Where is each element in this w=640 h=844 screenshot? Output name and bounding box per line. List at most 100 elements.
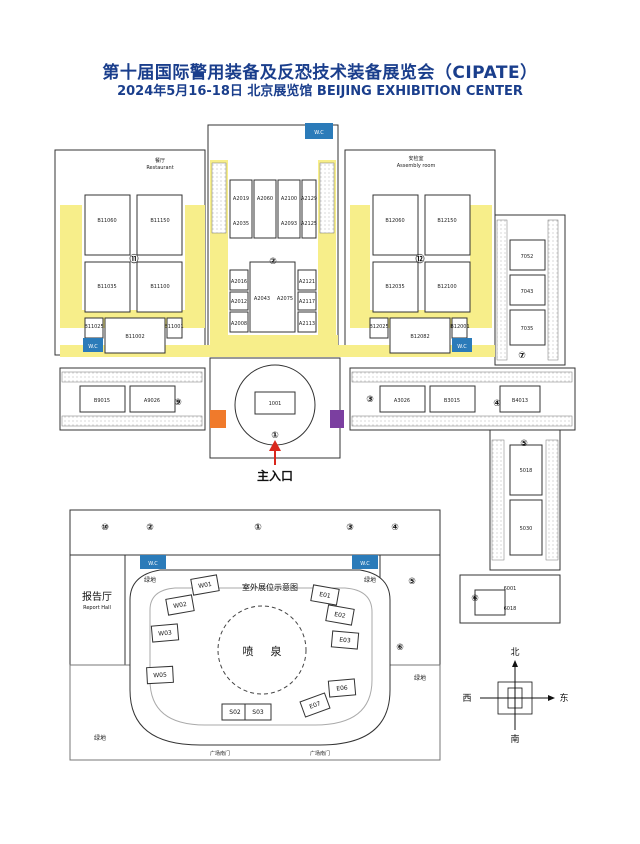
hall-2-booths xyxy=(229,179,317,333)
lawn-label-sw: 绿地 xyxy=(94,734,106,742)
booth-label: A2043 xyxy=(254,296,270,302)
hall-12-booths xyxy=(369,194,471,354)
report-hall-label-cn: 报告厅 xyxy=(82,590,112,603)
outdoor-booth-label: W01 xyxy=(198,581,213,590)
restaurant-label-cn: 餐厅 xyxy=(155,157,165,164)
booth-label: 7043 xyxy=(521,289,534,295)
wc-blocks xyxy=(83,123,472,352)
wc-top-label: W.C xyxy=(314,130,324,136)
booth-label: 5030 xyxy=(520,526,533,532)
outdoor-booth-box xyxy=(146,665,174,685)
wc-right xyxy=(452,338,472,352)
fountain-circle xyxy=(217,605,307,695)
booth-label: 7052 xyxy=(521,254,534,260)
gate-label-right: 广场南门 xyxy=(310,750,330,757)
outdoor-map-title: 室外展位示意图 xyxy=(242,582,298,592)
wc-outdoor-right xyxy=(352,555,378,569)
outdoor-booth-label: W05 xyxy=(153,672,167,680)
fountain-label-2: 泉 xyxy=(271,644,282,658)
gate-label-left: 广场南门 xyxy=(210,750,230,757)
booth-label: B11001 xyxy=(164,324,183,330)
lawn-label-nw: 绿地 xyxy=(144,576,156,584)
outdoor-booth: E06 xyxy=(327,678,357,698)
hall-4-outdoor-marker: ④ xyxy=(391,523,399,533)
report-hall-label-en: Report Hall xyxy=(83,605,111,611)
wc-left xyxy=(83,338,103,352)
hall-10-marker: ⑩ xyxy=(101,523,109,533)
booth-label: A2019 xyxy=(233,196,249,202)
compass: 北 南 东 西 xyxy=(462,647,568,745)
main-entrance: 主入口 xyxy=(257,440,293,483)
booth-label: A2125 xyxy=(301,221,317,227)
outdoor-booth: E03 xyxy=(330,630,360,650)
wc-right-label: W.C xyxy=(457,344,467,350)
booth-label: A2121 xyxy=(299,279,315,285)
booth-label: B3015 xyxy=(444,398,460,404)
report-hall-building xyxy=(69,554,126,666)
purple-booth xyxy=(330,410,344,428)
booth-label: 1001 xyxy=(269,401,282,407)
entrance-label: 主入口 xyxy=(257,468,293,483)
wc-top xyxy=(305,123,333,139)
outdoor-booth-box xyxy=(330,630,360,650)
hall-6-outdoor-marker: ⑥ xyxy=(396,643,404,653)
restaurant-label-en: Restaurant xyxy=(146,165,173,171)
booth-label: B11025 xyxy=(84,324,103,330)
hall-4-marker: ④ xyxy=(493,399,501,409)
fountain-label-1: 喷 xyxy=(243,645,254,658)
hall-6-marker: ⑥ xyxy=(471,594,479,604)
booth-1001 xyxy=(254,391,296,415)
fountain: 喷 泉 xyxy=(217,605,307,695)
outdoor-booth: W05 xyxy=(146,665,174,685)
outdoor-booth: S02 xyxy=(221,703,249,721)
booth-label: B12001 xyxy=(450,324,469,330)
east-arrow-icon xyxy=(548,695,555,701)
page-title: 第十届国际警用装备及反恐技术装备展览会（CIPATE） xyxy=(102,63,538,83)
booth-label: B12082 xyxy=(410,334,429,340)
outdoor-booth-box xyxy=(325,604,355,626)
hall-1-outdoor-marker: ① xyxy=(254,523,262,533)
compass-west-label: 西 xyxy=(462,693,471,704)
outdoor-booth-box xyxy=(299,692,331,718)
booth-label: 6001 xyxy=(504,586,517,592)
booth-label: B12025 xyxy=(369,324,388,330)
hall-9-marker: ⑨ xyxy=(174,398,182,408)
wc-outdoor-left xyxy=(140,555,166,569)
outdoor-booth-label: E03 xyxy=(339,637,351,645)
hall-2-outdoor-marker: ② xyxy=(146,523,154,533)
security-label-en: Assembly room xyxy=(397,163,436,169)
outdoor-booth-label: W02 xyxy=(173,601,188,610)
hall-1-marker: ① xyxy=(271,431,279,441)
booth-label: B11002 xyxy=(125,334,144,340)
orange-booth xyxy=(210,410,226,428)
outdoor-booth-box xyxy=(310,584,340,606)
hall-5-marker: ⑤ xyxy=(520,439,528,449)
entrance-arrow-icon xyxy=(269,440,281,451)
outdoor-booth: W01 xyxy=(190,574,220,596)
booth-label: B12035 xyxy=(385,284,404,290)
booth-label: A2117 xyxy=(299,299,315,305)
outdoor-booth: W03 xyxy=(150,623,180,643)
hall-5-outdoor-marker: ⑤ xyxy=(408,577,416,587)
outdoor-north-building xyxy=(69,509,441,556)
wc-left-label: W.C xyxy=(88,344,98,350)
booth-label: 7035 xyxy=(521,326,534,332)
lawn-label-se: 绿地 xyxy=(414,674,426,682)
booth-label: B4013 xyxy=(512,398,528,404)
hall-7-booths xyxy=(509,239,546,346)
hall-3-marker: ③ xyxy=(366,395,374,405)
outdoor-booth: W02 xyxy=(165,594,195,616)
outdoor-booth-box xyxy=(190,574,220,596)
security-label-cn: 安检室 xyxy=(408,155,423,162)
wc-outdoor-left-label: W.C xyxy=(148,561,158,567)
booth-label: A2008 xyxy=(231,321,247,327)
outdoor-booth-box xyxy=(165,594,195,616)
hall-11-marker: ⑪ xyxy=(129,253,138,265)
compass-north-label: 北 xyxy=(510,647,519,658)
outdoor-booth: S03 xyxy=(244,703,272,721)
hall-11-booths xyxy=(84,194,183,354)
booth-label: A2093 xyxy=(281,221,297,227)
outdoor-booth-label: E06 xyxy=(336,684,348,692)
